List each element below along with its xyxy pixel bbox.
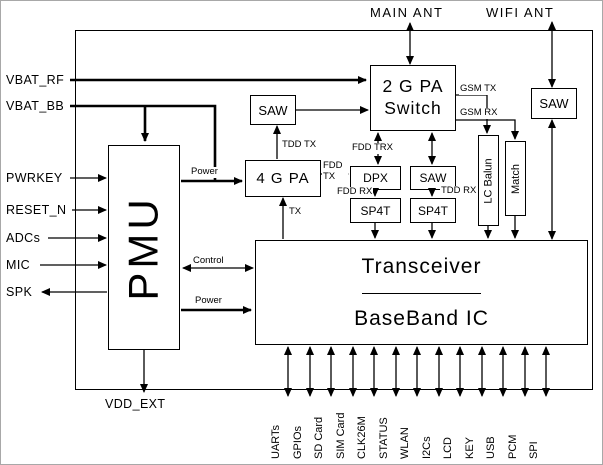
signal-control: Control xyxy=(192,255,225,267)
block-saw-tdd-rx: SAW xyxy=(410,166,456,190)
signal-fdd-rx: FDD RX xyxy=(336,186,374,198)
block-sp4t-tdd: SP4T xyxy=(410,198,456,223)
port-label-sd-card: SD Card xyxy=(313,416,325,459)
port-label-gpios: GPIOs xyxy=(292,425,304,459)
block-pmu: PMU xyxy=(108,145,180,350)
4g-pa-label: 4 G PA xyxy=(256,170,310,187)
block-match: Match xyxy=(505,141,526,216)
baseband-section: BaseBand IC xyxy=(354,294,489,344)
signal-tdd-tx: TDD TX xyxy=(281,139,318,151)
signal-gsm-tx: GSM TX xyxy=(459,83,498,95)
port-label-i2cs: I2Cs xyxy=(421,436,433,459)
adcs-label: ADCs xyxy=(6,231,41,245)
port-label-sim-card: SIM Card xyxy=(335,412,347,459)
2g-pa-label-line1: 2 G PA xyxy=(382,76,444,97)
signal-fdd-trx: FDD TRX xyxy=(351,142,394,154)
block-4g-pa: 4 G PA xyxy=(245,160,321,197)
port-label-uarts: UARTs xyxy=(270,424,282,459)
block-saw-tdd-tx: SAW xyxy=(250,95,296,125)
port-label-wlan: WLAN xyxy=(399,427,411,459)
signal-tdd-rx: TDD RX xyxy=(440,185,478,197)
port-label-lcd: LCD xyxy=(442,436,454,459)
baseband-label: BaseBand IC xyxy=(354,307,489,331)
2g-pa-label-line2: Switch xyxy=(384,98,442,118)
reset-n-label: RESET_N xyxy=(6,203,67,217)
vdd-ext-label: VDD_EXT xyxy=(105,397,166,411)
block-transceiver-baseband: Transceiver BaseBand IC xyxy=(255,240,588,345)
saw-wifi-label: SAW xyxy=(539,96,569,111)
signal-gsm-rx: GSM RX xyxy=(459,107,499,119)
port-label-key: KEY xyxy=(464,436,476,459)
signal-power-pa: Power xyxy=(190,166,219,178)
port-label-spi: SPI xyxy=(528,441,540,459)
spk-label: SPK xyxy=(6,285,33,299)
main-ant-label: MAIN ANT xyxy=(370,5,444,20)
signal-tx: TX xyxy=(288,206,303,218)
port-label-status: STATUS xyxy=(378,417,390,459)
port-label-usb: USB xyxy=(485,436,497,459)
signal-wires xyxy=(40,21,556,393)
pwrkey-label: PWRKEY xyxy=(6,171,63,185)
saw-tdd-rx-label: SAW xyxy=(419,171,447,185)
block-lc-balun: LC Balun xyxy=(478,135,499,226)
dpx-label: DPX xyxy=(363,171,388,185)
block-2g-pa-switch: 2 G PA Switch xyxy=(370,65,456,131)
saw-tdd-tx-label: SAW xyxy=(258,102,288,118)
port-label-pcm: PCM xyxy=(507,434,519,459)
block-saw-wifi: SAW xyxy=(531,88,577,119)
sp4t-fdd-label: SP4T xyxy=(360,203,391,218)
block-sp4t-fdd: SP4T xyxy=(350,198,401,223)
wifi-ant-label: WIFI ANT xyxy=(486,5,555,20)
signal-power-bb: Power xyxy=(194,295,223,307)
transceiver-section: Transceiver xyxy=(361,241,482,295)
transceiver-label: Transceiver xyxy=(361,255,482,279)
block-dpx: DPX xyxy=(350,166,401,190)
sp4t-tdd-label: SP4T xyxy=(417,203,448,218)
power-wires xyxy=(70,76,367,314)
baseband-port-wires xyxy=(284,346,550,397)
vbat-rf-label: VBAT_RF xyxy=(6,73,65,87)
vbat-bb-label: VBAT_BB xyxy=(6,99,65,113)
signal-fdd-tx: FDD TX xyxy=(322,160,348,182)
mic-label: MIC xyxy=(6,258,31,272)
port-label-clk26m: CLK26M xyxy=(356,416,368,459)
